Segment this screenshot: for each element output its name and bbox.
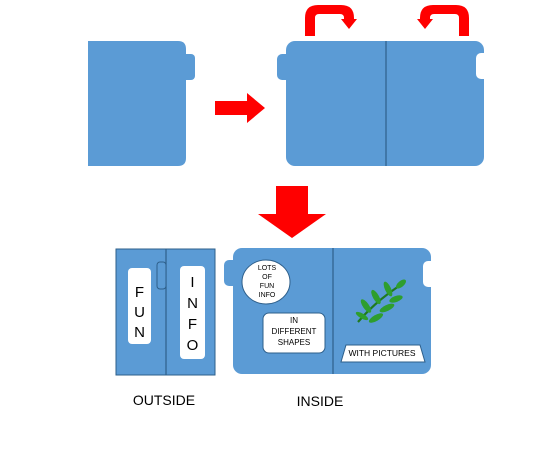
closed-folder-body: [88, 41, 186, 166]
shapes-label-line: IN: [290, 316, 298, 325]
info-letter: I: [190, 274, 194, 291]
shapes-label: IN DIFFERENT SHAPES: [272, 316, 317, 347]
curved-arrow-left-icon: [305, 5, 357, 36]
info-label-box: [180, 266, 205, 359]
outside-cover: FUN INFO: [115, 248, 216, 376]
info-letter: O: [187, 337, 199, 354]
circle-label-line: FUN: [260, 283, 274, 290]
different-shapes-box: [262, 312, 326, 354]
with-pictures-label: WITH PICTURES: [348, 348, 415, 358]
fun-letter: U: [134, 304, 145, 321]
outside-cover-tab: [156, 261, 167, 290]
inside-right-notch: [423, 261, 437, 287]
with-pictures-banner: [340, 344, 426, 363]
curved-arrow-right-icon: [417, 5, 469, 36]
opened-folder-right-notch: [476, 53, 490, 79]
fun-letters: FUN: [134, 284, 145, 341]
right-arrow-icon: [215, 93, 265, 123]
outside-caption: OUTSIDE: [132, 392, 196, 408]
circle-label-line: LOTS: [258, 265, 277, 272]
fun-info-circle: [241, 259, 291, 305]
down-arrow-icon: [258, 186, 326, 238]
shapes-label-line: DIFFERENT: [272, 327, 317, 336]
info-letter: N: [187, 295, 198, 312]
info-letters: INFO: [187, 274, 199, 354]
circle-label-line: INFO: [259, 292, 276, 299]
inside-spread: LOTS OF FUN INFO IN DIFFERENT SHAPES WITH PIC…: [224, 248, 437, 374]
opened-folder-body: [286, 41, 484, 166]
circle-label: LOTS OF FUN INFO: [258, 265, 277, 299]
inside-caption: INSIDE: [296, 393, 344, 409]
circle-label-line: OF: [262, 274, 272, 281]
fun-letter: N: [134, 324, 145, 341]
leafy-branch-icon: [355, 279, 406, 323]
opened-folder: [277, 41, 490, 166]
shapes-label-line: SHAPES: [278, 338, 310, 347]
closed-folder: [88, 41, 195, 166]
fun-label-box: [128, 268, 151, 344]
info-letter: F: [188, 316, 197, 333]
fun-letter: F: [135, 284, 144, 301]
